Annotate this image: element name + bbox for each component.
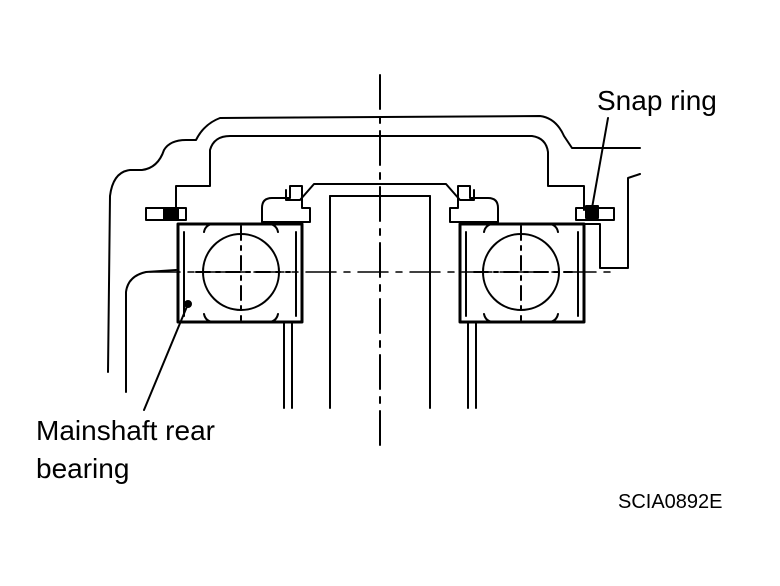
left-bearing bbox=[145, 185, 311, 324]
figure-id-label: SCIA0892E bbox=[618, 491, 723, 513]
housing-left-lip bbox=[125, 269, 177, 393]
mainshaft-bearing-leader-dot bbox=[184, 300, 192, 308]
housing-outer-outline bbox=[107, 115, 641, 373]
housing-inner-outline bbox=[175, 135, 585, 211]
mainshaft-outline bbox=[285, 183, 475, 201]
right-bearing-retainer bbox=[449, 185, 499, 223]
mainshaft-rear-bearing-label-line2: bearing bbox=[36, 453, 130, 484]
left-bearing-retainer bbox=[261, 185, 311, 223]
snap-ring-label: Snap ring bbox=[597, 85, 717, 116]
housing-right-step bbox=[583, 173, 641, 269]
right-bearing-seal-top bbox=[483, 222, 559, 233]
right-bearing bbox=[449, 185, 615, 324]
right-bearing-seal-bottom bbox=[483, 313, 559, 324]
left-bearing-seal-bottom bbox=[203, 313, 279, 324]
snap-ring-leader bbox=[591, 117, 609, 209]
mainshaft-rear-bearing-label-line1: Mainshaft rear bbox=[36, 415, 215, 446]
left-bearing-seal-top bbox=[203, 222, 279, 233]
mainshaft-bearing-leader bbox=[143, 303, 189, 411]
